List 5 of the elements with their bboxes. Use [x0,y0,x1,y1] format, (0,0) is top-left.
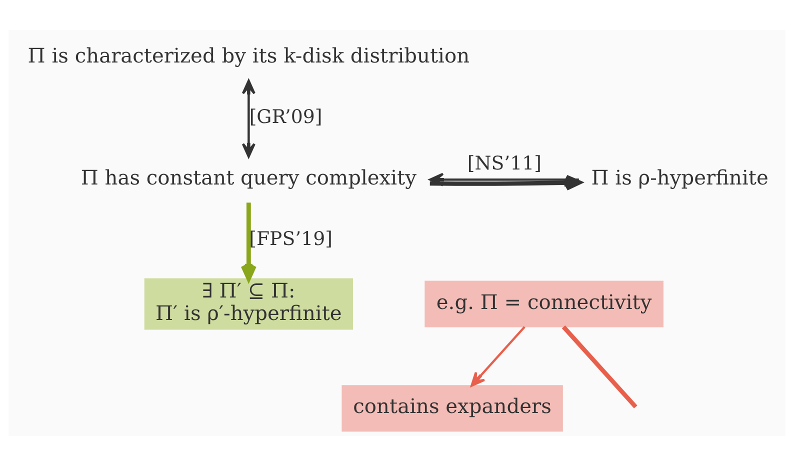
node-text: Π is characterized by its k-disk distribution [28,42,470,67]
node-text: Π is ρ-hyperfinite [591,164,768,189]
edge-label: [GR’09] [249,106,322,128]
edge-label: [NS’11] [467,153,542,174]
node-text: Π has constant query complexity [80,164,417,189]
